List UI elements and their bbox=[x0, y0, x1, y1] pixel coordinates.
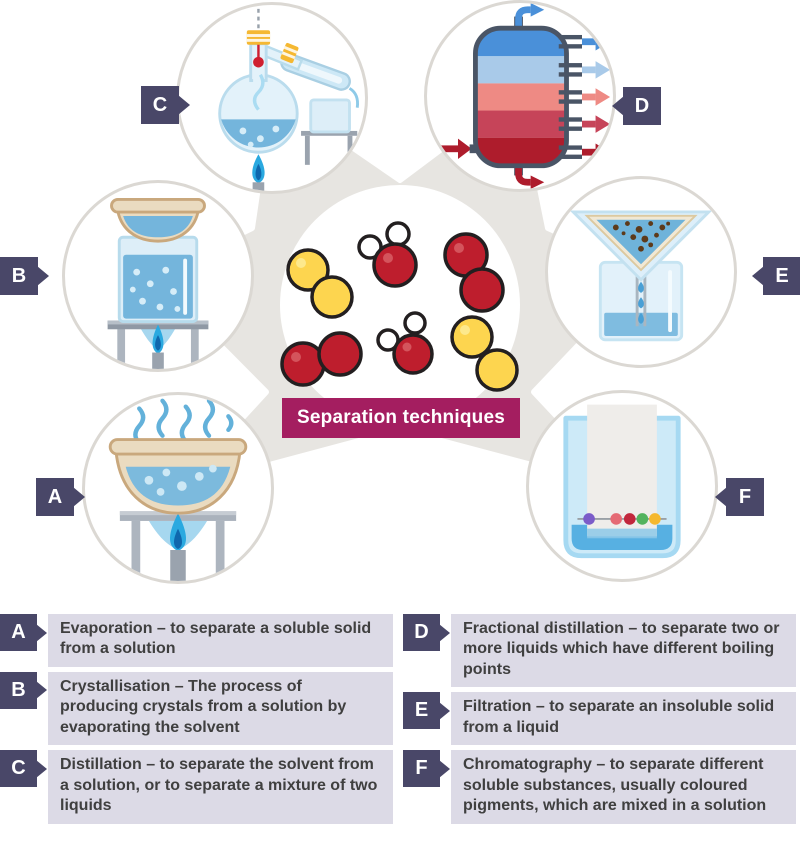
diagram-label-c: C bbox=[141, 86, 179, 124]
filtration-icon bbox=[569, 210, 713, 342]
legend-text-distillation: Distillation – to separate the solvent f… bbox=[48, 750, 393, 824]
label-letter: E bbox=[775, 264, 789, 287]
label-letter: A bbox=[47, 485, 63, 508]
fractionating-column bbox=[475, 28, 567, 166]
circle-evaporation bbox=[82, 392, 274, 584]
legend-column-right: D Fractional distillation – to separate … bbox=[403, 614, 796, 824]
badge-letter: D bbox=[414, 621, 429, 643]
thermometer-bulb bbox=[253, 56, 264, 68]
legend-badge-e: E bbox=[403, 692, 440, 730]
badge-letter: E bbox=[414, 699, 429, 722]
crystallisation-icon bbox=[107, 198, 209, 369]
fractional-distillation-icon bbox=[432, 3, 611, 189]
steam-wisps bbox=[133, 398, 234, 446]
badge-letter: F bbox=[415, 757, 428, 780]
molecules-illustration bbox=[280, 221, 519, 392]
diagram: Separation techniques C D B E A F bbox=[0, 0, 800, 600]
label-letter: D bbox=[634, 94, 650, 117]
circle-distillation bbox=[176, 2, 368, 194]
evaporation-icon bbox=[108, 398, 248, 581]
legend-badge-b: B bbox=[0, 671, 37, 709]
legend: A Evaporation – to separate a soluble so… bbox=[0, 600, 800, 824]
legend-text-crystallisation: Crystallisation – The process of produci… bbox=[48, 671, 393, 746]
legend-row-distillation: C Distillation – to separate the solvent… bbox=[0, 750, 393, 824]
legend-text-evaporation: Evaporation – to separate a soluble soli… bbox=[48, 614, 393, 667]
badge-letter: A bbox=[11, 621, 26, 643]
circle-filtration bbox=[545, 176, 737, 368]
insoluble-particles bbox=[612, 221, 671, 252]
legend-text-chromatography: Chromatography – to separate different s… bbox=[451, 750, 796, 824]
legend-badge-f: F bbox=[403, 750, 440, 788]
pigment-spots bbox=[583, 513, 661, 525]
chromatography-icon bbox=[563, 404, 681, 559]
distillation-icon bbox=[218, 8, 360, 191]
title-text: Separation techniques bbox=[297, 407, 505, 428]
legend-row-filtration: E Filtration – to separate an insoluble … bbox=[403, 692, 796, 746]
diagram-label-f: F bbox=[726, 478, 764, 516]
droplets bbox=[638, 281, 644, 324]
diagram-label-b: B bbox=[0, 257, 38, 295]
legend-badge-a: A bbox=[0, 614, 37, 651]
legend-badge-c: C bbox=[0, 750, 37, 788]
legend-text-filtration: Filtration – to separate an insoluble so… bbox=[451, 692, 796, 746]
legend-badge-d: D bbox=[403, 614, 440, 651]
legend-row-crystallisation: B Crystallisation – The process of produ… bbox=[0, 671, 393, 746]
badge-letter: C bbox=[11, 757, 26, 780]
legend-row-chromatography: F Chromatography – to separate different… bbox=[403, 750, 796, 824]
diagram-label-a: A bbox=[36, 478, 74, 516]
legend-row-evaporation: A Evaporation – to separate a soluble so… bbox=[0, 614, 393, 667]
circle-crystallisation bbox=[62, 180, 254, 372]
diagram-label-e: E bbox=[763, 257, 800, 295]
circle-chromatography bbox=[526, 390, 718, 582]
circle-fractional-distillation bbox=[424, 0, 616, 192]
legend-column-left: A Evaporation – to separate a soluble so… bbox=[0, 614, 393, 824]
label-letter: B bbox=[11, 264, 27, 287]
badge-letter: B bbox=[11, 678, 26, 701]
title-banner: Separation techniques bbox=[282, 398, 520, 438]
diagram-label-d: D bbox=[623, 87, 661, 125]
legend-row-fractional-distillation: D Fractional distillation – to separate … bbox=[403, 614, 796, 688]
red-molecule bbox=[443, 232, 505, 313]
label-letter: F bbox=[738, 485, 752, 508]
legend-text-fractional-distillation: Fractional distillation – to separate tw… bbox=[451, 614, 796, 688]
label-letter: C bbox=[152, 93, 168, 116]
